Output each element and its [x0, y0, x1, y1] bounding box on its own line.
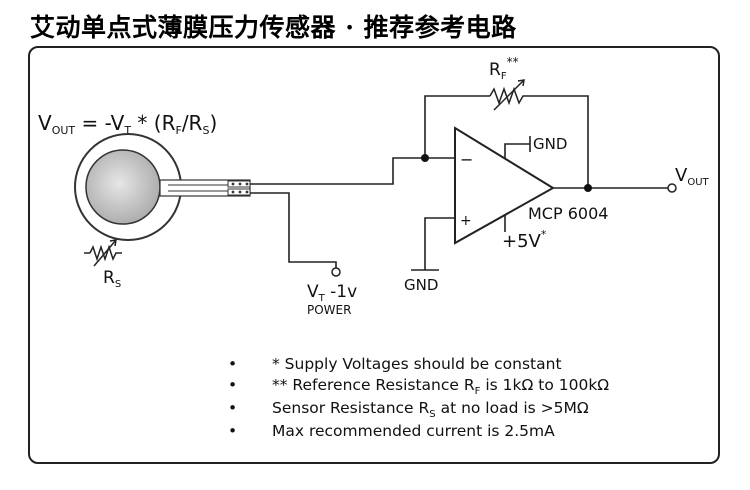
note-text: is 1kΩ to 100kΩ: [480, 376, 610, 394]
force-sensor: [74, 133, 251, 241]
supply-label: +5V*: [502, 228, 547, 252]
gnd-top-label: GND: [533, 135, 567, 153]
rs-label: RS: [103, 268, 121, 290]
vt-label: VT -1v: [307, 282, 357, 304]
bullet: •: [228, 399, 238, 417]
rf-resistor-icon: [489, 79, 527, 111]
note-text: at no load is >5MΩ: [435, 399, 589, 417]
notes-list: • * Supply Voltages should be constant •…: [228, 354, 609, 442]
opamp-plus: +: [460, 213, 472, 229]
bullet: •: [228, 376, 238, 394]
note-text: * Supply Voltages should be constant: [272, 355, 562, 373]
note-item: • Max recommended current is 2.5mA: [228, 421, 609, 442]
formula: VOUT = -VT * (RF/RS): [38, 111, 217, 137]
opamp-mcp6004: − +: [454, 126, 555, 245]
circuit-wires: [250, 95, 668, 271]
vt-terminal: [331, 267, 341, 277]
diagram-frame: [28, 46, 720, 464]
note-item: • ** Reference Resistance RF is 1kΩ to 1…: [228, 375, 609, 398]
note-item: • Sensor Resistance RS at no load is >5M…: [228, 398, 609, 421]
note-subscript: F: [474, 386, 481, 397]
page-title: 艾动单点式薄膜压力传感器 · 推荐参考电路: [30, 13, 517, 42]
rs-resistor-icon: [84, 239, 122, 267]
gnd-bottom-label: GND: [404, 276, 438, 294]
junction-dot: [421, 154, 429, 162]
opamp-name: MCP 6004: [528, 204, 608, 223]
note-item: • * Supply Voltages should be constant: [228, 354, 609, 375]
junction-dot: [584, 184, 592, 192]
note-text: Sensor Resistance R: [272, 399, 430, 417]
vout-label: VOUT: [675, 165, 710, 188]
note-text: ** Reference Resistance R: [272, 376, 475, 394]
opamp-minus: −: [460, 150, 473, 169]
note-text: Max recommended current is 2.5mA: [272, 422, 555, 440]
note-subscript: S: [429, 409, 436, 420]
bullet: •: [228, 422, 238, 440]
rf-label: RF**: [489, 55, 519, 82]
vout-terminal: [667, 183, 677, 193]
bullet: •: [228, 355, 238, 373]
power-label: POWER: [307, 303, 351, 317]
